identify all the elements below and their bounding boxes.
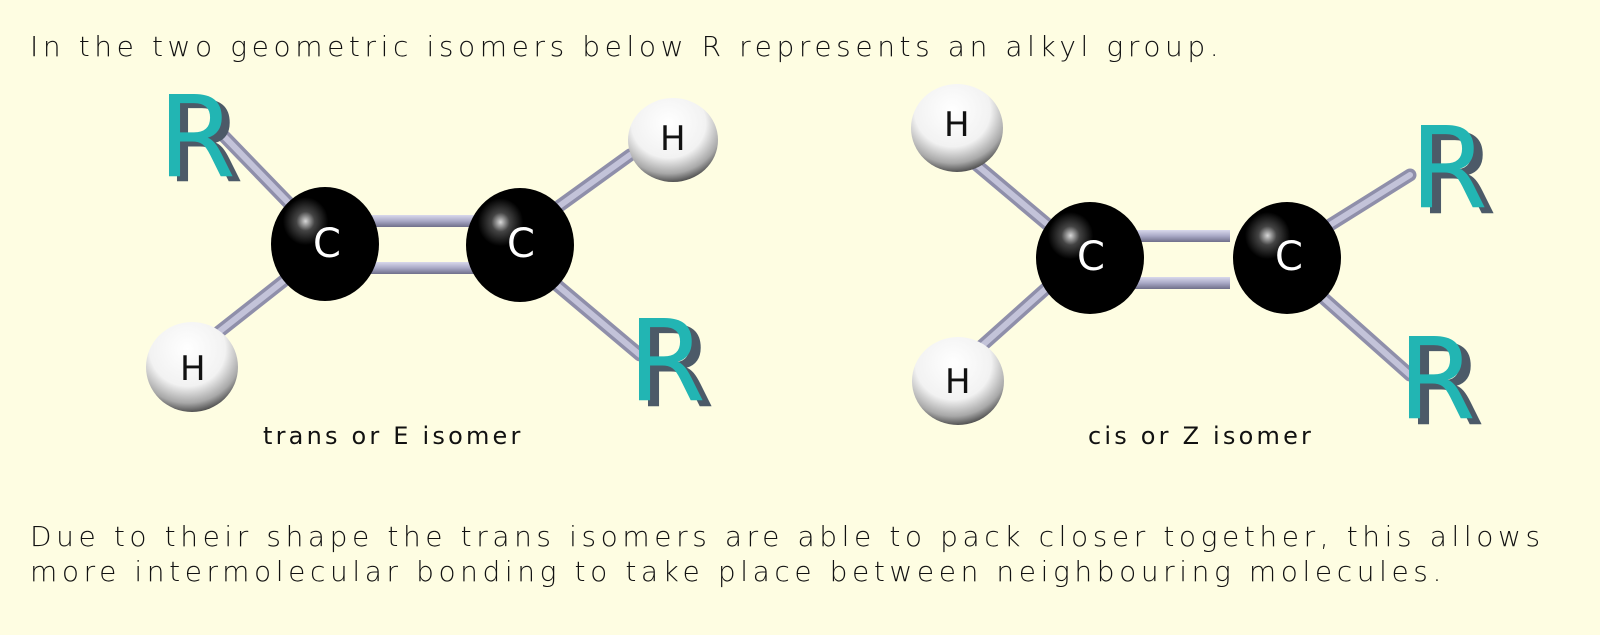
trans-carbon-2-label: C	[507, 221, 535, 267]
cis-hydrogen-top-left	[911, 84, 1003, 172]
trans-hydrogen-top-right	[628, 98, 718, 182]
trans-molecule: C C H H R R R R	[146, 73, 718, 433]
trans-isomer-caption: trans or E isomer	[263, 422, 524, 450]
cis-hydrogen-top-left-label: H	[944, 105, 970, 145]
trans-carbon-2	[466, 188, 574, 302]
conclusion-line-2: more intermolecular bonding to take plac…	[30, 555, 1446, 588]
cis-r-group-top-right: R	[1410, 104, 1488, 234]
cis-molecule: C C H H R R R R	[911, 84, 1497, 451]
trans-hydrogen-top-right-label: H	[660, 119, 686, 159]
cis-carbon-2-label: C	[1275, 234, 1303, 280]
cis-hydrogen-bottom-left	[912, 337, 1004, 425]
trans-carbon-1	[271, 187, 379, 301]
trans-bonds	[208, 123, 647, 362]
cis-carbon-2	[1233, 202, 1341, 314]
svg-text:R: R	[1407, 321, 1485, 451]
cis-bonds	[958, 148, 1417, 382]
trans-hydrogen-bottom-left-label: H	[180, 349, 206, 389]
intro-text: In the two geometric isomers below R rep…	[30, 30, 1224, 63]
cis-hydrogen-bottom-left-label: H	[945, 362, 971, 402]
svg-text:R: R	[637, 303, 715, 433]
cis-isomer-caption: cis or Z isomer	[1088, 422, 1315, 450]
cis-r-group-bottom-right: R	[1398, 315, 1476, 445]
cis-carbon-1-label: C	[1077, 234, 1105, 280]
trans-carbon-1-label: C	[313, 221, 341, 267]
svg-text:R: R	[1419, 110, 1497, 240]
svg-text:R: R	[166, 78, 244, 208]
cis-carbon-1	[1036, 202, 1144, 314]
trans-hydrogen-bottom-left	[146, 322, 238, 412]
conclusion-line-1: Due to their shape the trans isomers are…	[30, 520, 1545, 553]
trans-r-group-top-left: R	[158, 73, 236, 203]
trans-r-group-bottom-right: R	[628, 297, 706, 427]
